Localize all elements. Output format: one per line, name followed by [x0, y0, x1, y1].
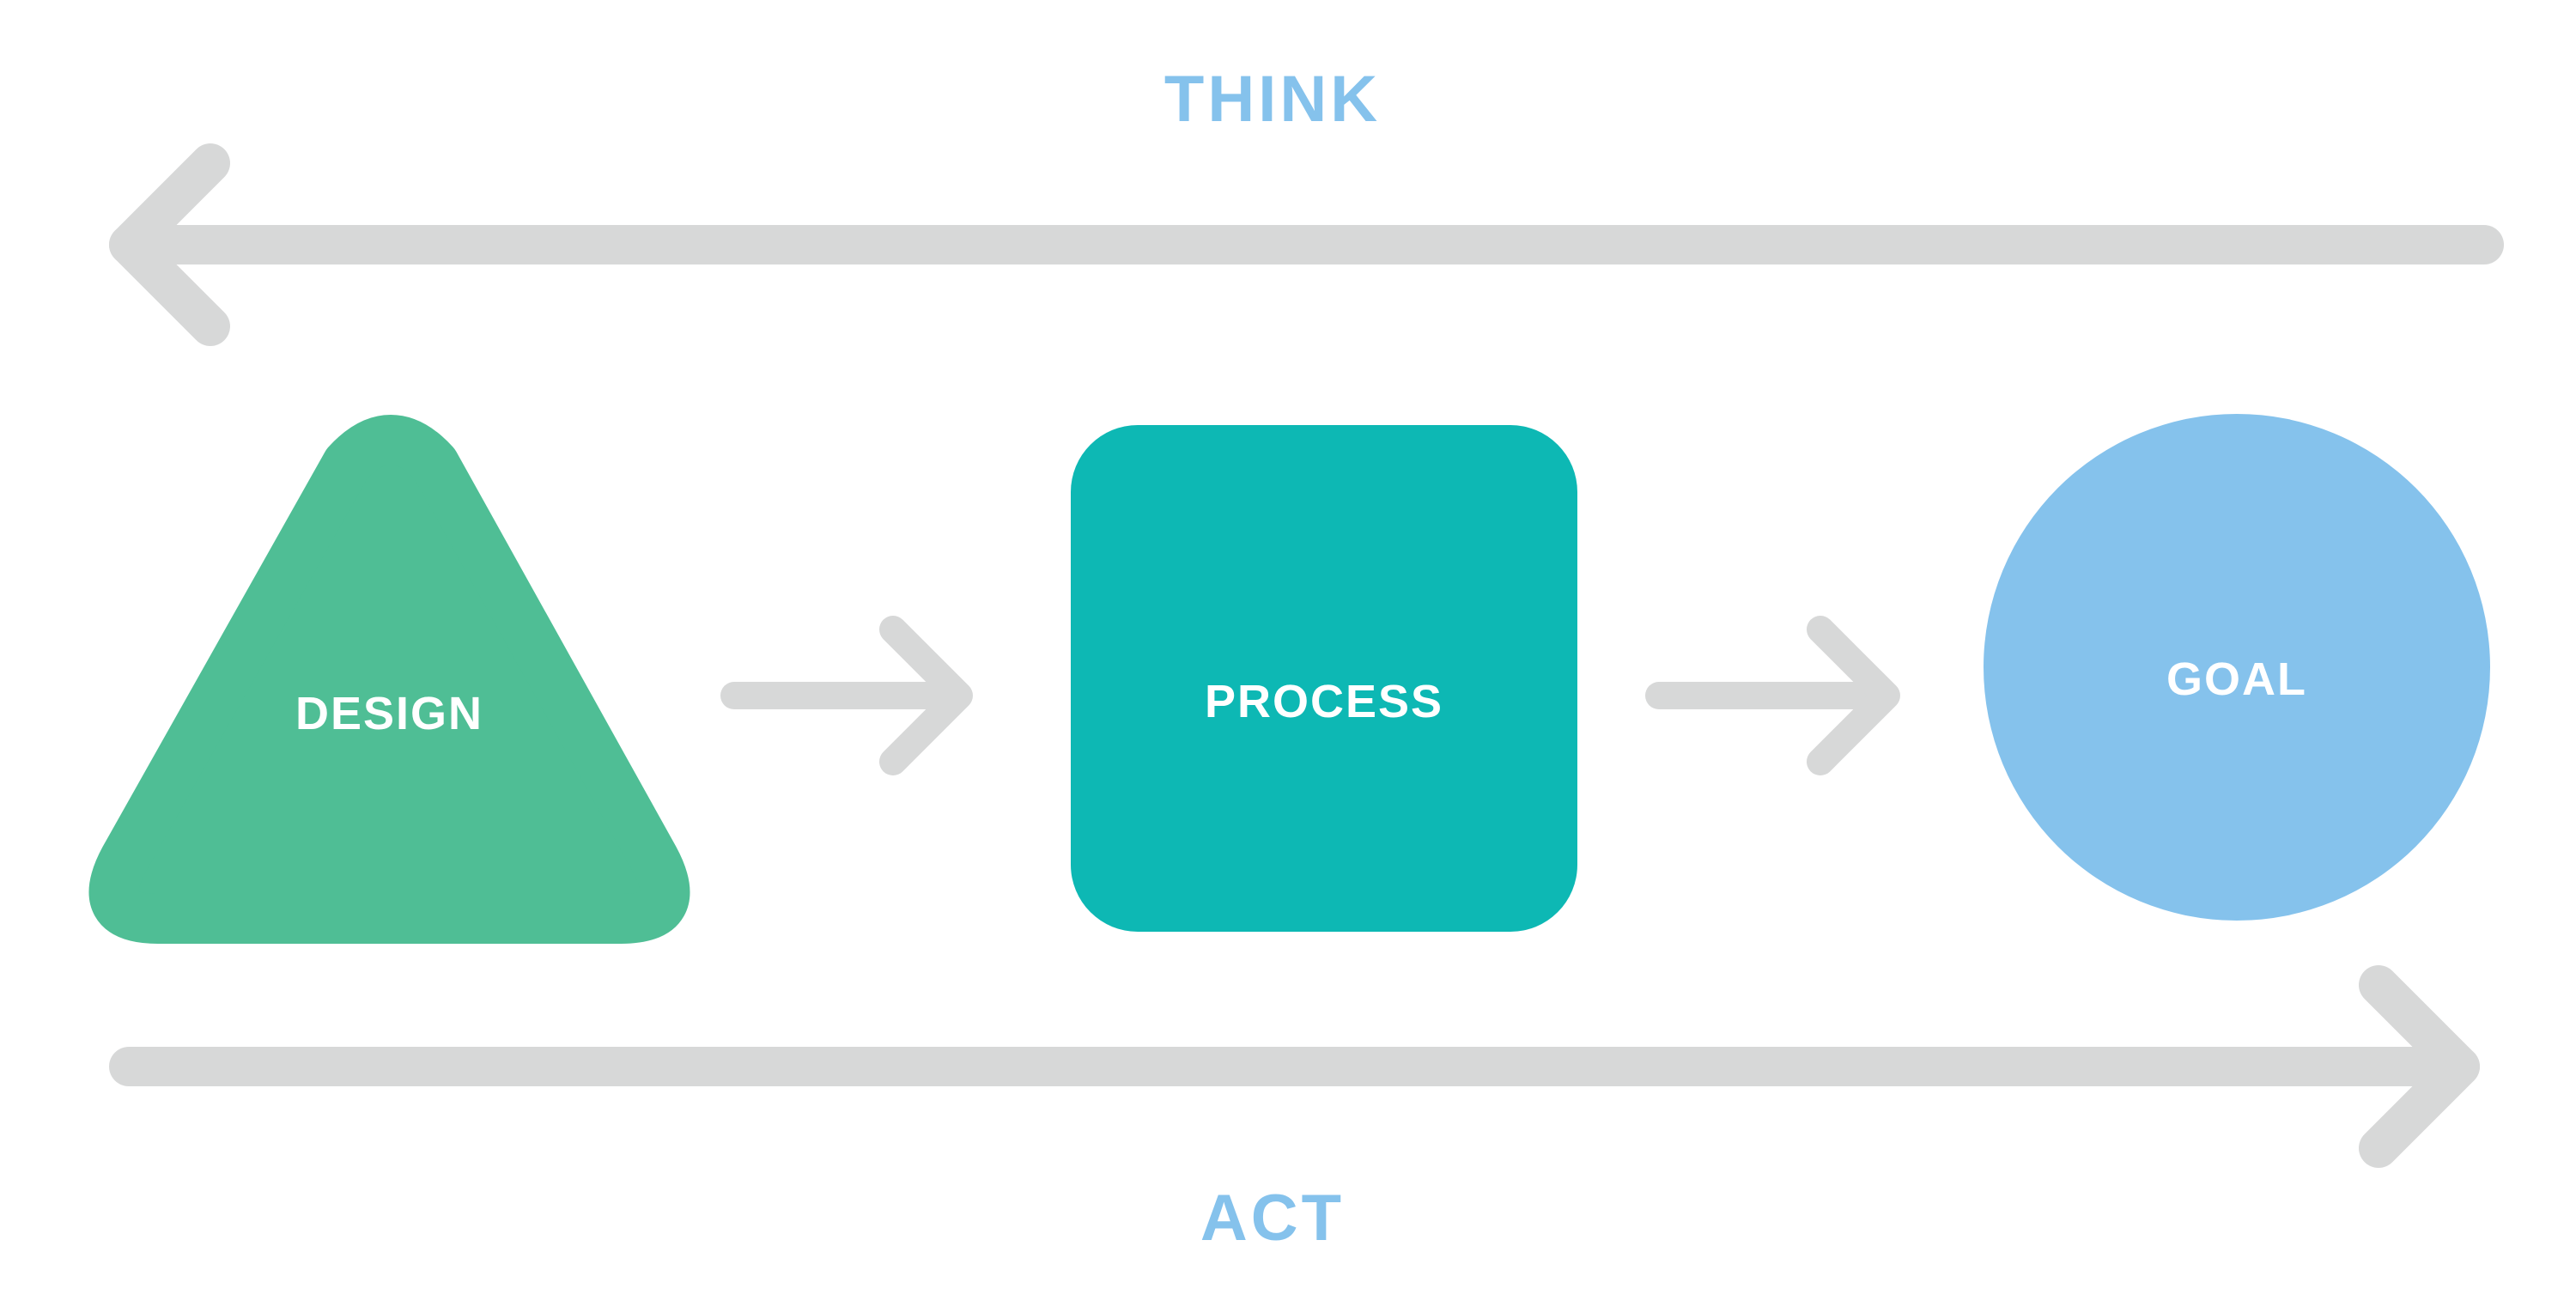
act-label: ACT — [1200, 1182, 1346, 1255]
design-stage-label: DESIGN — [295, 688, 484, 739]
design-to-process-arrow — [720, 616, 973, 775]
act-forward-arrow — [109, 965, 2480, 1168]
goal-shape[interactable] — [1984, 414, 2490, 921]
act-arrow-head — [2359, 965, 2480, 1168]
goal-circle — [1984, 414, 2490, 921]
design-triangle — [88, 415, 690, 944]
think-feedback-arrow — [109, 143, 2504, 346]
think-label: THINK — [1163, 63, 1382, 136]
process-to-goal-head — [1807, 616, 1900, 775]
think-arrow-head — [109, 143, 230, 346]
design-to-process-head — [879, 616, 973, 775]
design-shape[interactable] — [88, 415, 690, 944]
process-to-goal-arrow — [1645, 616, 1900, 775]
process-shape[interactable] — [1071, 425, 1577, 932]
process-stage-label: PROCESS — [1204, 676, 1444, 727]
process-square — [1071, 425, 1577, 932]
goal-stage-label: GOAL — [2166, 653, 2307, 705]
